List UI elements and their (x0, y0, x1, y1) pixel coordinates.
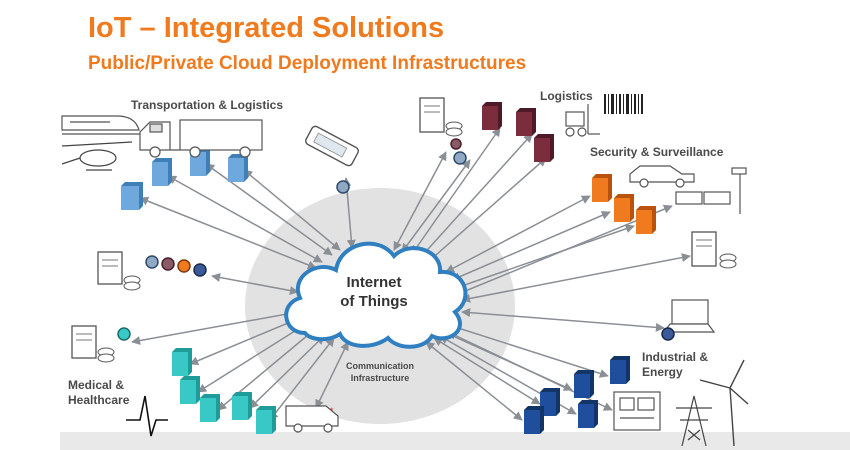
sector-label-transportation: Transportation & Logistics (131, 98, 284, 112)
cloud-shape (284, 241, 468, 349)
cube-device (614, 194, 634, 222)
floor-band (60, 432, 850, 450)
cube-device (592, 174, 612, 202)
connection-arrow (211, 273, 299, 295)
cube-device (180, 376, 200, 404)
svg-text:*: * (330, 406, 334, 416)
sector-label-medical: Medical & Healthcare (68, 378, 129, 408)
page-title: IoT – Integrated Solutions (88, 12, 445, 44)
cube-device (524, 406, 544, 434)
communication-label-line1: Communication (345, 361, 414, 371)
medical-device-group (172, 348, 276, 434)
sector-label-security: Security & Surveillance (590, 145, 724, 159)
sector-label-industrial: Industrial & Energy (642, 350, 708, 380)
cloud-label: Internet of Things (300, 273, 448, 311)
connection-arrow (243, 169, 341, 251)
forklift-icon (565, 104, 600, 137)
server-icon (419, 97, 463, 137)
train-icon (61, 115, 140, 135)
truck-icon (139, 119, 263, 158)
sector-label-medical-line2: Healthcare (68, 393, 130, 407)
wind-turbine-icon (699, 359, 749, 447)
sector-label-logistics: Logistics (540, 89, 593, 103)
power-tower-icon (676, 395, 712, 447)
status-dot (661, 327, 675, 341)
ecg-icon (126, 395, 168, 437)
car-icon (629, 165, 695, 188)
connection-arrow (461, 253, 691, 303)
helicopter-icon (61, 141, 133, 171)
cube-device (172, 348, 192, 376)
page-subtitle: Public/Private Cloud Deployment Infrastr… (88, 53, 527, 74)
server-icon (691, 231, 737, 269)
logistics-device-group (482, 102, 554, 162)
ambulance-icon: * (285, 405, 339, 433)
cube-device (256, 406, 276, 434)
server-icon (97, 251, 141, 291)
cube-device (574, 370, 594, 398)
status-dots (145, 255, 207, 277)
communication-label: Communication Infrastructure (318, 360, 442, 384)
security-device-group (592, 174, 656, 234)
cube-device (482, 102, 502, 130)
sector-label-industrial-line2: Energy (642, 365, 683, 379)
control-cabinet-icon (613, 391, 661, 431)
cube-device (228, 154, 248, 182)
sector-label-industrial-line1: Industrial & (642, 350, 709, 364)
cube-device (200, 394, 220, 422)
cube-device (534, 134, 554, 162)
cloud-label-line2: of Things (340, 293, 408, 310)
cube-device (516, 108, 536, 136)
connection-arrow (461, 308, 665, 332)
cube-device (232, 392, 252, 420)
camera-icon (675, 167, 747, 214)
cube-device (121, 182, 143, 210)
cube-device (152, 158, 172, 186)
transport-device-group (121, 148, 248, 210)
sector-label-medical-line1: Medical & (68, 378, 125, 392)
barcode-icon (604, 94, 643, 114)
status-dot (450, 138, 462, 150)
cube-device (636, 206, 656, 234)
cube-device (610, 356, 630, 384)
server-icon (71, 325, 115, 363)
industrial-device-group (524, 356, 630, 434)
cube-device (578, 400, 598, 428)
laptop-icon (662, 299, 716, 333)
status-dot (453, 151, 467, 165)
communication-label-line2: Infrastructure (350, 373, 410, 383)
handheld-device-icon (305, 125, 359, 194)
status-dot (117, 327, 131, 341)
cloud-label-line1: Internet (346, 274, 402, 291)
connection-arrow (315, 341, 349, 409)
